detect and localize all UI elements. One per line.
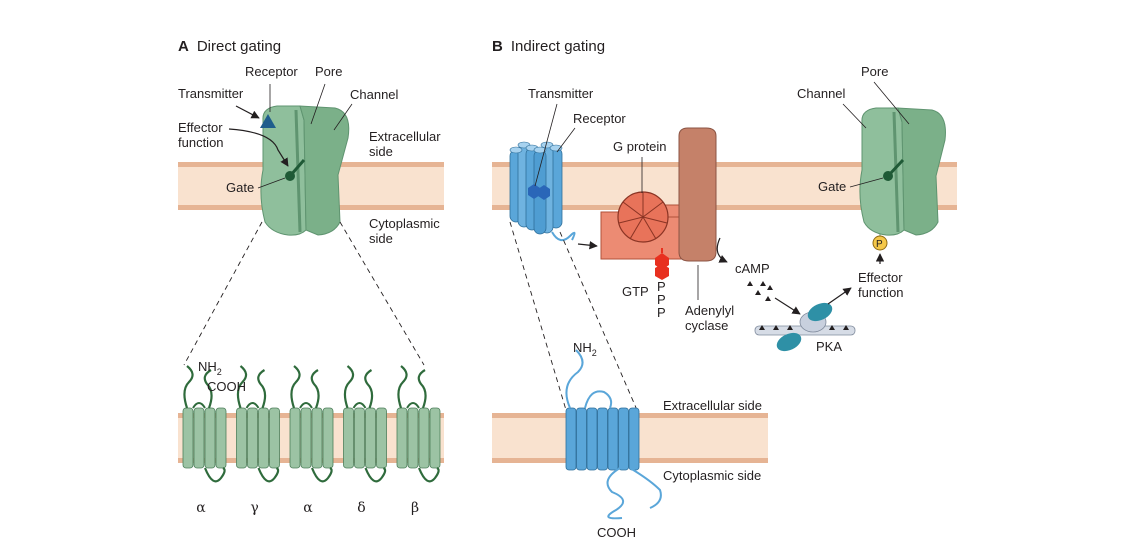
receptor-helices <box>565 407 640 471</box>
receptor-helix <box>597 407 608 471</box>
channel-a <box>260 105 350 236</box>
label-gate-b: Gate <box>818 179 846 194</box>
label-p-2: P <box>657 292 666 307</box>
subunit-4: β <box>396 365 441 516</box>
label-nh2-b: NH2 <box>573 340 597 358</box>
label-channel-a: Channel <box>350 87 399 102</box>
label-receptor-b: Receptor <box>573 111 626 126</box>
receptor-helix <box>607 407 619 471</box>
label-nh2-a: NH2 <box>198 359 222 377</box>
receptor-helix <box>586 407 598 471</box>
receptor-helix <box>576 407 587 471</box>
camp-molecules <box>747 281 773 301</box>
gate-b-icon <box>883 171 893 181</box>
label-cooh-b: COOH <box>597 525 636 540</box>
label-p-1: P <box>657 279 666 294</box>
cooh-tail <box>606 467 624 520</box>
pka-complex <box>754 302 856 352</box>
label-pore-b: Pore <box>861 64 888 79</box>
subunit-2: α <box>289 365 334 516</box>
label-gtp: GTP <box>622 284 649 299</box>
label-extracellular-b: Extracellular side <box>663 398 762 413</box>
label-cooh-a: COOH <box>207 379 246 394</box>
transmitter-b-icon <box>528 184 540 199</box>
label-transmitter-a: Transmitter <box>178 86 244 101</box>
subunit-3: δ <box>343 365 387 516</box>
label-cytoplasmic-b: Cytoplasmic side <box>663 468 761 483</box>
receptor-helix <box>565 407 577 471</box>
label-channel-b: Channel <box>797 86 846 101</box>
label-phosphate: P <box>876 239 883 250</box>
label-pore-a: Pore <box>315 64 342 79</box>
gate-a-icon <box>285 171 295 181</box>
label-pka: PKA <box>816 339 842 354</box>
label-transmitter-b: Transmitter <box>528 86 594 101</box>
nh2-tail <box>565 349 584 409</box>
gtp-molecule <box>655 248 669 280</box>
subunit-1: γ <box>236 365 280 516</box>
subunit-label: α <box>196 500 206 516</box>
channel-b: P <box>859 107 946 251</box>
transmitter-a-icon <box>260 114 276 128</box>
label-receptor-a: Receptor <box>245 64 298 79</box>
adenylyl-cyclase <box>678 127 717 262</box>
label-camp: cAMP <box>735 261 770 276</box>
label-gate-a: Gate <box>226 180 254 195</box>
receptor-helix <box>628 407 640 471</box>
label-g-protein: G protein <box>613 139 666 154</box>
phosphate-icon <box>872 235 888 251</box>
subunit-label: δ <box>357 500 365 516</box>
subunit-label: β <box>411 500 419 516</box>
g-protein <box>600 191 684 260</box>
subunit-label: α <box>303 500 313 516</box>
subunit-0: α <box>182 365 227 516</box>
label-p-3: P <box>657 305 666 320</box>
subunit-label: γ <box>250 500 258 516</box>
receptor-b <box>509 141 576 242</box>
receptor-helix <box>618 407 629 471</box>
